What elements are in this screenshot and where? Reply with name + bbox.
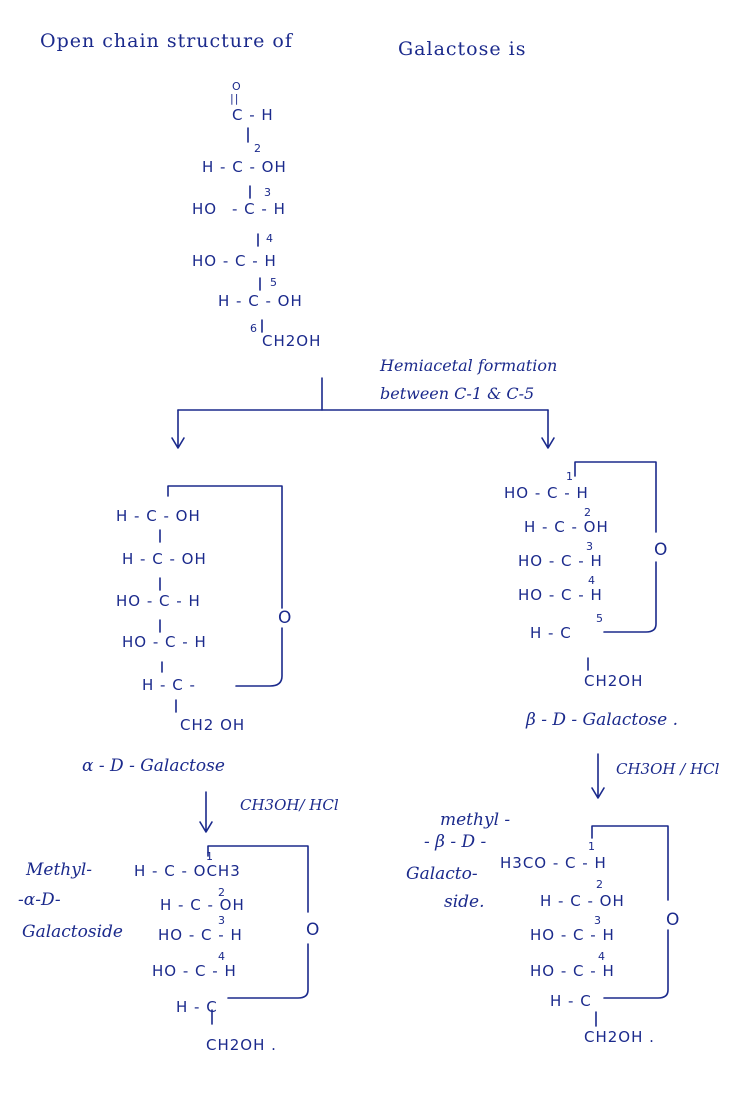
beta-reaction-arrow [591, 753, 605, 799]
methyl-beta-row-1: H3CO - C - H [500, 854, 607, 872]
methyl-beta-row-5: H - C [550, 992, 592, 1010]
open-chain-num-5: 5 [270, 276, 278, 289]
alpha-row-2: H - C - OH [122, 550, 207, 568]
title-left: Open chain structure of [40, 30, 293, 52]
methyl-alpha-row-1: H - C - OCH3 [134, 862, 241, 880]
methyl-beta-row-3: HO - C - H [530, 926, 615, 944]
beta-row-4: HO - C - H [518, 586, 603, 604]
beta-row-3: HO - C - H [518, 552, 603, 570]
methyl-alpha-num-1: 1 [206, 850, 214, 863]
alpha-reaction-arrow [199, 791, 213, 833]
open-chain-c5: H - C - OH [218, 292, 303, 310]
methyl-beta-num-1: 1 [588, 840, 596, 853]
split-arrow-right [541, 409, 555, 449]
beta-ch2oh: CH2OH [584, 672, 644, 690]
alpha-reagent: CH3OH/ HCl [240, 796, 339, 814]
beta-row-5: H - C [530, 624, 572, 642]
methyl-beta-row-2: H - C - OH [540, 892, 625, 910]
beta-reagent: CH3OH / HCl [616, 760, 720, 778]
methyl-alpha-num-3: 3 [218, 914, 226, 927]
open-chain-carbonyl-o: O [232, 80, 242, 93]
methyl-beta-num-2: 2 [596, 878, 604, 891]
alpha-row-4: HO - C - H [122, 633, 207, 651]
methyl-alpha-row-5: H - C [176, 998, 218, 1016]
beta-ring-bracket [574, 461, 657, 633]
beta-name: β - D - Galactose . [526, 710, 679, 730]
methyl-beta-num-3: 3 [594, 914, 602, 927]
methyl-beta-label2: - β - D - [424, 832, 487, 852]
methyl-beta-num-4: 4 [598, 950, 606, 963]
open-chain-double-bond: || [230, 92, 240, 105]
open-chain-num-3: 3 [264, 186, 272, 199]
methyl-beta-label3: Galacto- [406, 864, 478, 884]
beta-num-5: 5 [596, 612, 604, 625]
open-chain-num-4: 4 [266, 232, 274, 245]
methyl-alpha-ring-bracket [207, 845, 309, 999]
methyl-alpha-ch2oh: CH2OH . [206, 1036, 277, 1054]
title-right: Galactose is [398, 38, 527, 60]
beta-row-2: H - C - OH [524, 518, 609, 536]
methyl-alpha-ring-o: O [306, 920, 320, 940]
beta-num-4: 4 [588, 574, 596, 587]
open-chain-c2: H - C - OH [202, 158, 287, 176]
methyl-alpha-label1: Methyl- [26, 860, 93, 880]
beta-row-1: HO - C - H [504, 484, 589, 502]
open-chain-num-6: 6 [250, 322, 258, 335]
beta-num-2: 2 [584, 506, 592, 519]
open-chain-c3-left: HO [192, 200, 218, 218]
methyl-beta-row-4: HO - C - H [530, 962, 615, 980]
split-arrow-left [171, 409, 185, 449]
alpha-ch2oh: CH2 OH [180, 716, 246, 734]
beta-num-3: 3 [586, 540, 594, 553]
open-chain-num-2: 2 [254, 142, 262, 155]
alpha-ring-bracket [167, 485, 283, 687]
methyl-alpha-num-4: 4 [218, 950, 226, 963]
methyl-alpha-row-4: HO - C - H [152, 962, 237, 980]
beta-num-1: 1 [566, 470, 574, 483]
alpha-row-3: HO - C - H [116, 592, 201, 610]
alpha-row-1: H - C - OH [116, 507, 201, 525]
methyl-alpha-num-2: 2 [218, 886, 226, 899]
alpha-ring-o: O [278, 608, 292, 628]
methyl-alpha-row-2: H - C - OH [160, 896, 245, 914]
alpha-name: α - D - Galactose [82, 756, 225, 776]
methyl-beta-label1: methyl - [440, 810, 511, 830]
methyl-beta-ch2oh: CH2OH . [584, 1028, 655, 1046]
methyl-beta-ring-bracket [591, 825, 669, 999]
methyl-alpha-label3: Galactoside [22, 922, 123, 942]
methyl-alpha-label2: -α-D- [18, 890, 61, 910]
hemiacetal-line1: Hemiacetal formation [380, 356, 558, 375]
open-chain-c3-right: - C - H [232, 200, 286, 218]
open-chain-c4: HO - C - H [192, 252, 277, 270]
open-chain-c1: C - H [232, 106, 274, 124]
beta-ring-o: O [654, 540, 668, 560]
methyl-beta-label4: side. [444, 892, 485, 912]
methyl-alpha-row-3: HO - C - H [158, 926, 243, 944]
hemiacetal-line2: between C-1 & C-5 [380, 384, 535, 403]
methyl-beta-ring-o: O [666, 910, 680, 930]
open-chain-c6: CH2OH [262, 332, 322, 350]
alpha-row-5: H - C - [142, 676, 196, 694]
